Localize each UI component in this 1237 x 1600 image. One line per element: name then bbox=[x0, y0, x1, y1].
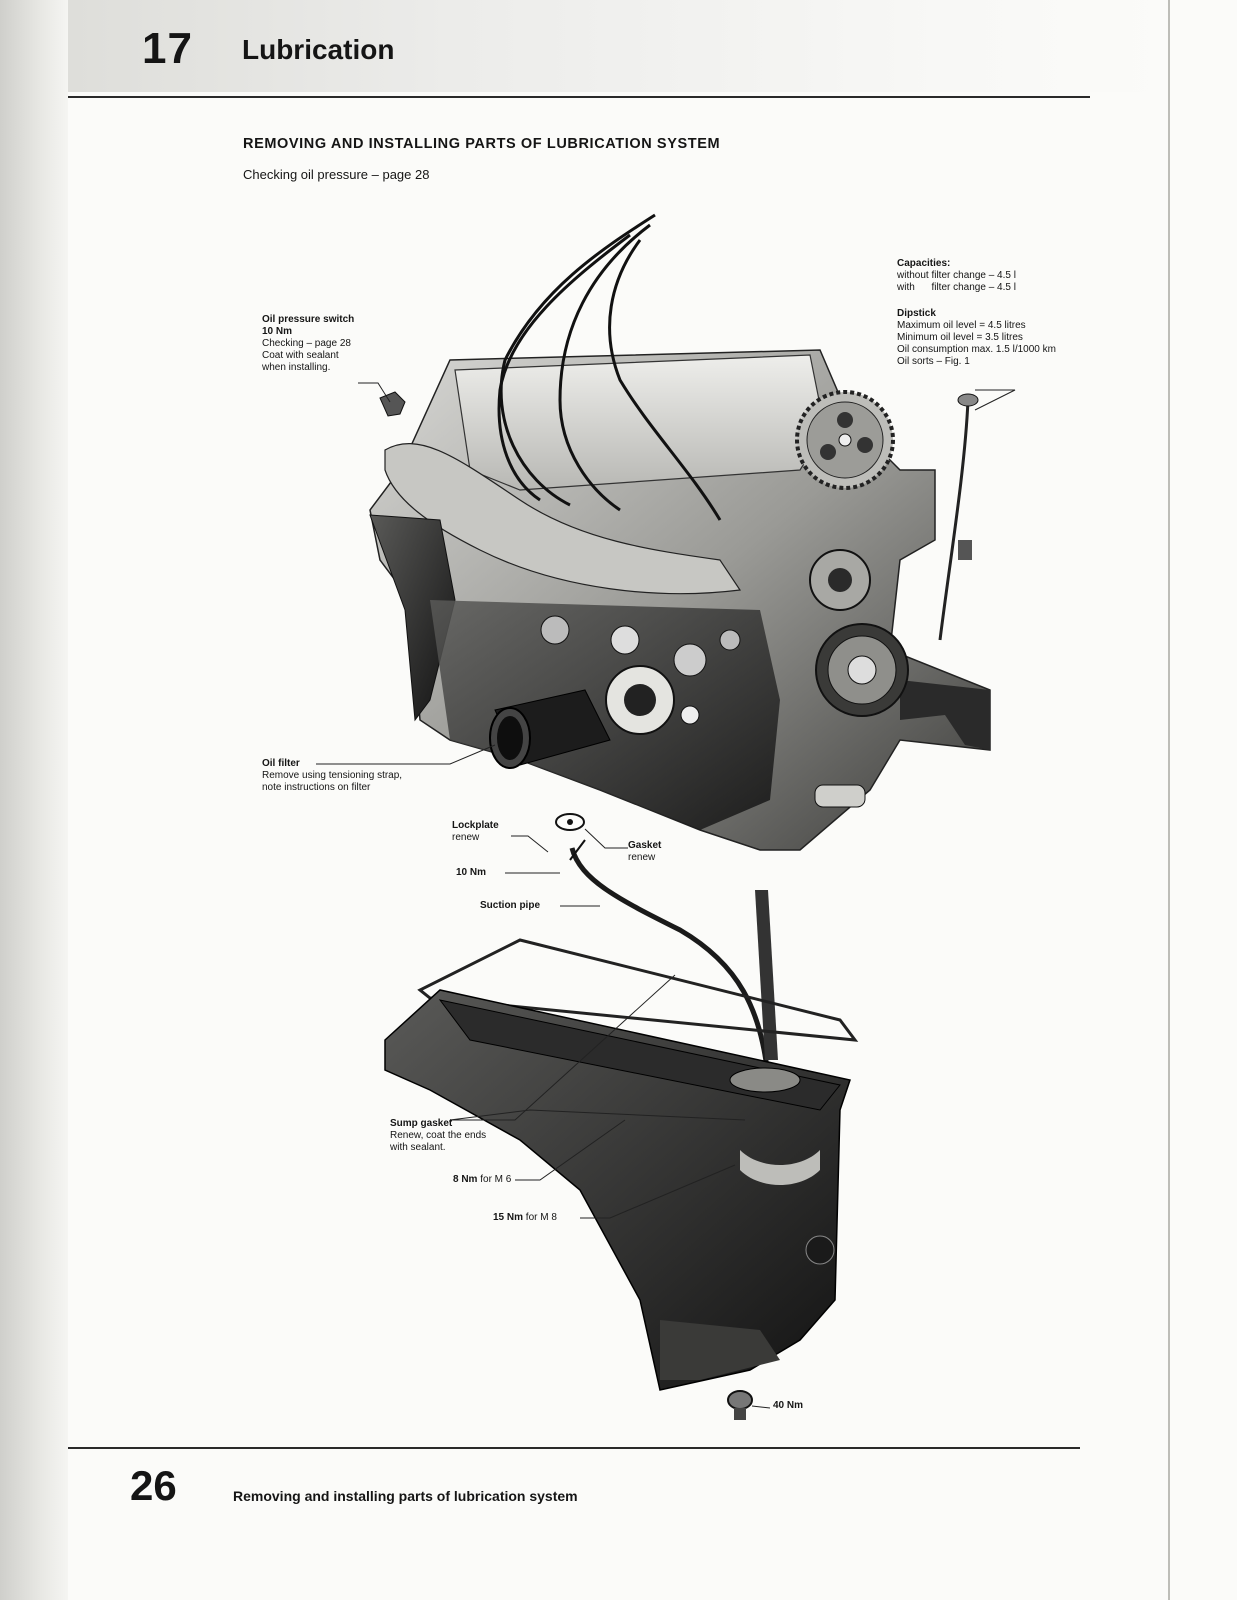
oil-filter-line1: Remove using tensioning strap, bbox=[262, 770, 403, 781]
suction-pipe bbox=[569, 839, 771, 1076]
capacities-title: Capacities: bbox=[897, 258, 951, 269]
capacities-line2: with filter change – 4.5 l bbox=[897, 282, 1016, 293]
cam-sprocket bbox=[795, 390, 895, 490]
idler-pulley bbox=[809, 549, 871, 611]
sump-gasket-line2: with sealant. bbox=[390, 1142, 446, 1153]
label-drain-plug: 40 Nm bbox=[773, 1400, 804, 1411]
dipstick-line2: Minimum oil level = 3.5 litres bbox=[897, 332, 1023, 343]
sump-gasket-title: Sump gasket bbox=[390, 1118, 453, 1129]
page-number: 26 bbox=[130, 1462, 177, 1509]
pickup-tube bbox=[755, 890, 778, 1060]
label-suction-pipe: Suction pipe bbox=[480, 900, 540, 911]
label-sump-gasket: Sump gasket Renew, coat the ends with se… bbox=[390, 1118, 486, 1154]
section-reference: Checking oil pressure – page 28 bbox=[243, 167, 430, 182]
chapter-number: 17 bbox=[142, 24, 193, 73]
page-gutter-shadow bbox=[0, 0, 68, 1600]
ignition-leads bbox=[497, 213, 722, 521]
oil-pressure-switch bbox=[379, 391, 406, 417]
engine-block bbox=[369, 349, 991, 851]
dipstick-line4: Oil sorts – Fig. 1 bbox=[897, 356, 970, 367]
label-suction-torque: 10 Nm bbox=[456, 867, 487, 878]
label-capacities: Capacities: without filter change – 4.5 … bbox=[897, 258, 1016, 294]
page-edge bbox=[1168, 0, 1170, 1600]
oil-pressure-switch-line2: Coat with sealant bbox=[262, 350, 339, 361]
label-gasket: Gasket renew bbox=[628, 840, 661, 864]
label-dipstick: Dipstick Maximum oil level = 4.5 litres … bbox=[897, 308, 1056, 368]
label-oil-pressure-switch: Oil pressure switch 10 Nm Checking – pag… bbox=[262, 314, 354, 374]
torque-m8-text: for M 8 bbox=[525, 1212, 557, 1223]
header-rule bbox=[68, 96, 1090, 98]
label-torque-m6: 8 Nm for M 6 bbox=[453, 1174, 511, 1186]
gasket-note: renew bbox=[628, 852, 656, 863]
drain-plug bbox=[727, 1390, 753, 1420]
chapter-title: Lubrication bbox=[242, 34, 395, 65]
label-torque-m8: 15 Nm for M 8 bbox=[493, 1212, 557, 1224]
oil-pressure-switch-torque: 10 Nm bbox=[262, 326, 293, 337]
footer-text: Removing and installing parts of lubrica… bbox=[233, 1488, 578, 1504]
dipstick bbox=[938, 393, 979, 641]
torque-m8-value: 15 Nm bbox=[493, 1212, 524, 1223]
oil-sump bbox=[384, 989, 851, 1391]
capacities-line1: without filter change – 4.5 l bbox=[897, 270, 1016, 281]
lockplate-note: renew bbox=[452, 832, 480, 843]
gasket-title: Gasket bbox=[628, 840, 662, 851]
torque-m6-text: for M 6 bbox=[480, 1174, 512, 1185]
oil-pressure-switch-line1: Checking – page 28 bbox=[262, 338, 351, 349]
oil-filter-line2: note instructions on filter bbox=[262, 782, 371, 793]
header-band bbox=[68, 0, 1168, 92]
oil-filter bbox=[489, 689, 611, 769]
sump-gasket bbox=[417, 938, 859, 1042]
leader-lines bbox=[316, 382, 1016, 1409]
crank-pulley bbox=[815, 623, 909, 717]
label-oil-filter: Oil filter Remove using tensioning strap… bbox=[262, 758, 402, 794]
oil-pressure-switch-title: Oil pressure switch bbox=[262, 314, 355, 325]
sump-gasket-line1: Renew, coat the ends bbox=[390, 1130, 487, 1141]
lockplate-gasket bbox=[555, 813, 585, 831]
torque-m6-value: 8 Nm bbox=[453, 1174, 478, 1185]
lockplate-title: Lockplate bbox=[452, 820, 499, 831]
dipstick-title: Dipstick bbox=[897, 308, 936, 319]
oil-filter-title: Oil filter bbox=[262, 758, 300, 769]
dipstick-line3: Oil consumption max. 1.5 l/1000 km bbox=[897, 344, 1056, 355]
dipstick-line1: Maximum oil level = 4.5 litres bbox=[897, 320, 1026, 331]
footer-rule bbox=[68, 1447, 1080, 1449]
section-title: REMOVING AND INSTALLING PARTS OF LUBRICA… bbox=[243, 136, 721, 152]
oil-pressure-switch-line3: when installing. bbox=[262, 362, 331, 373]
label-lockplate: Lockplate renew bbox=[452, 820, 499, 844]
